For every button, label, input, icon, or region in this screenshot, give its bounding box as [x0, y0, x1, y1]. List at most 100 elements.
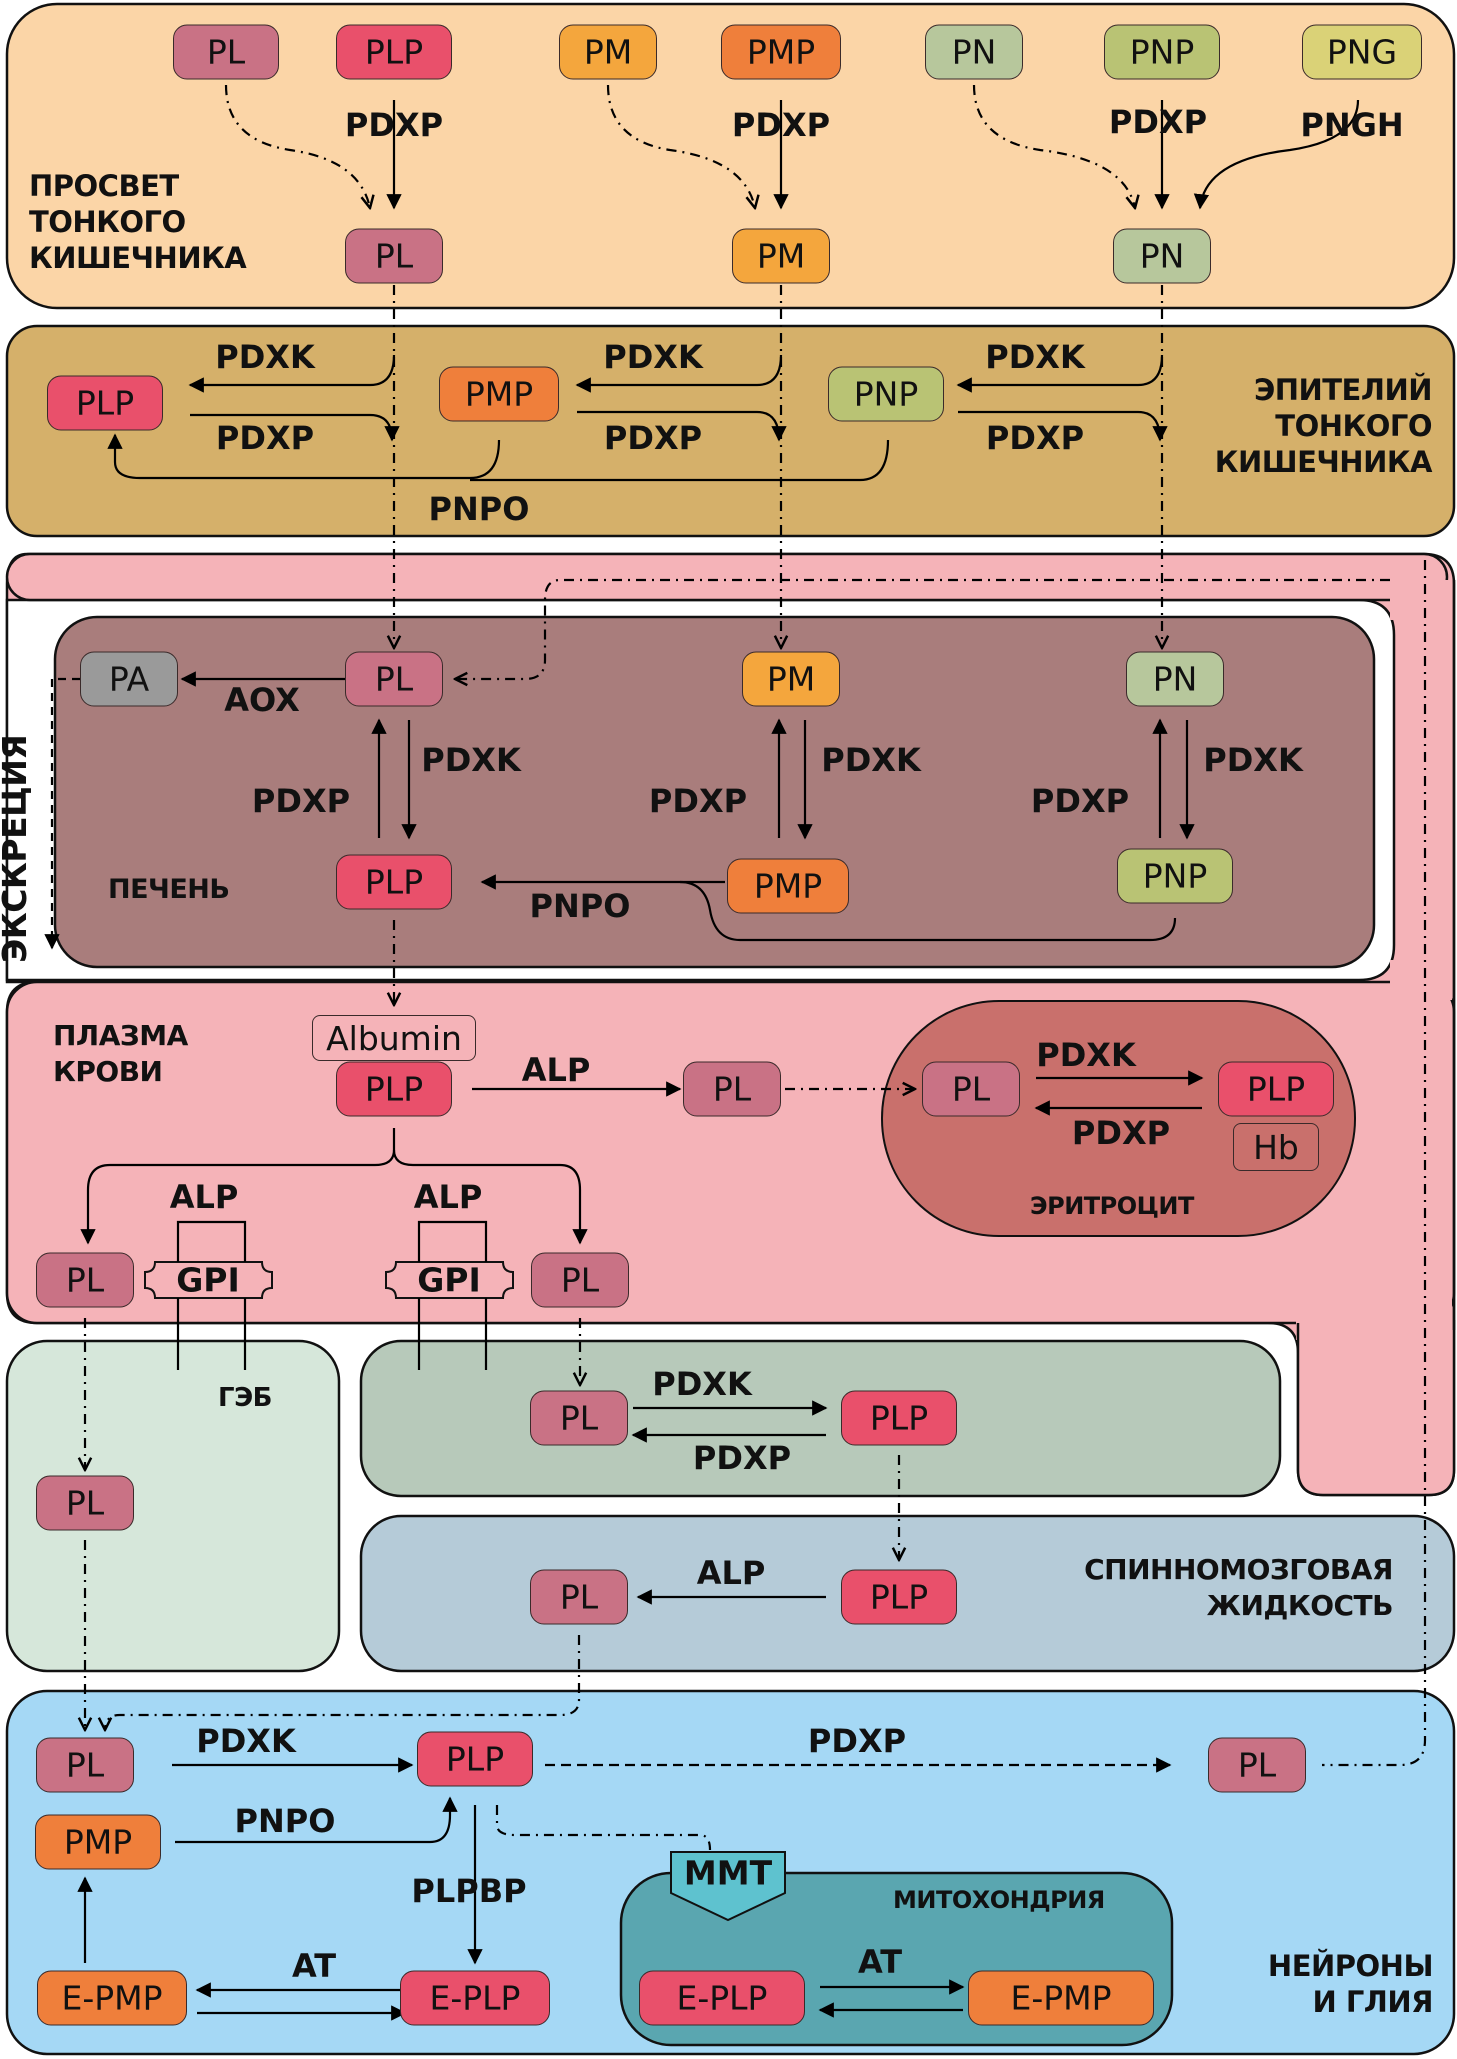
enzyme-label-epi-pnpo: PNPO	[428, 490, 530, 528]
enzyme-label-csf-alp: ALP	[696, 1554, 766, 1592]
node-neu-plp: PLP	[417, 1731, 533, 1787]
node-lumen-pn2: PN	[1113, 228, 1211, 284]
enzyme-label-epi-pdxp-3: PDXP	[985, 419, 1085, 457]
region-brain-tissue	[359, 1339, 1282, 1498]
region-label-erythrocyte: ЭРИТРОЦИТ	[1030, 1192, 1194, 1220]
region-label-plasma: ПЛАЗМА КРОВИ	[53, 1018, 188, 1090]
neurons-label-line-2: И ГЛИЯ	[1312, 1985, 1433, 2019]
node-epi-plp: PLP	[47, 375, 163, 431]
node-neu-pl-right: PL	[1208, 1737, 1306, 1793]
enzyme-label-lumen-pdxp-1: PDXP	[344, 106, 444, 144]
enzyme-label-liver-pdxp-2: PDXP	[648, 782, 748, 820]
node-lumen-pl: PL	[173, 24, 279, 80]
csf-label-line-2: ЖИДКОСТЬ	[1206, 1589, 1394, 1622]
node-plasma-plp: PLP	[336, 1061, 452, 1117]
enzyme-label-neu-pdxp: PDXP	[807, 1722, 907, 1760]
node-liver-pl: PL	[345, 651, 443, 707]
mmt-transporter-shape	[670, 1851, 786, 1922]
node-epi-pmp: PMP	[439, 366, 559, 422]
node-ery-pl: PL	[922, 1061, 1020, 1117]
node-lumen-plp: PLP	[336, 24, 452, 80]
enzyme-label-lumen-pdxp-2: PDXP	[731, 106, 831, 144]
node-lumen-pn: PN	[925, 24, 1023, 80]
gpi-anchor-left	[144, 1261, 273, 1299]
enzyme-label-epi-pdxp-2: PDXP	[603, 419, 703, 457]
enzyme-label-neu-pnpo: PNPO	[234, 1802, 336, 1840]
node-liver-pm: PM	[742, 651, 840, 707]
region-epithelium	[5, 324, 1456, 538]
node-plasma-albumin: Albumin	[312, 1015, 476, 1061]
gpi-anchor-right	[385, 1261, 514, 1299]
node-csf-pl: PL	[530, 1569, 628, 1625]
node-liver-pa: PA	[80, 651, 178, 707]
node-lumen-pmp: PMP	[721, 24, 841, 80]
neurons-label-line-1: НЕЙРОНЫ	[1267, 1949, 1434, 1983]
node-neu-eplp: E-PLP	[400, 1970, 550, 2026]
enzyme-label-neu-plpbp: PLPBP	[411, 1872, 527, 1910]
node-lumen-pm2: PM	[732, 228, 830, 284]
node-liver-pmp: PMP	[727, 858, 849, 914]
node-lumen-pl2: PL	[345, 228, 443, 284]
enzyme-label-plasma-alp: ALP	[521, 1051, 591, 1089]
region-blood-top-band	[5, 552, 1449, 602]
node-liver-pn: PN	[1126, 651, 1224, 707]
node-plasma-gpi-right: GPI	[417, 1260, 481, 1300]
region-label-lumen: ПРОСВЕТ ТОНКОГО КИШЕЧНИКА	[29, 168, 247, 276]
node-neu-epmp: E-PMP	[37, 1970, 187, 2026]
enzyme-label-epi-pdxp-1: PDXP	[215, 419, 315, 457]
node-neu-pmp: PMP	[35, 1814, 161, 1870]
region-erythrocyte	[881, 1000, 1356, 1237]
node-mito-epmp: E-PMP	[968, 1970, 1154, 2026]
node-bbb-pl: PL	[36, 1475, 134, 1531]
plasma-label-line-2: КРОВИ	[53, 1055, 163, 1088]
plasma-label-line-1: ПЛАЗМА	[53, 1019, 188, 1052]
node-plasma-pl-right: PL	[531, 1252, 629, 1308]
node-lumen-png: PNG	[1302, 24, 1422, 80]
region-bbb	[5, 1339, 341, 1673]
region-label-liver: ПЕЧЕНЬ	[108, 874, 230, 905]
enzyme-label-ery-pdxk: PDXK	[1036, 1036, 1136, 1074]
region-label-epithelium: ЭПИТЕЛИЙ ТОНКОГО КИШЕЧНИКА	[1215, 372, 1433, 480]
enzyme-label-neu-at: AT	[291, 1947, 337, 1985]
node-csf-plp: PLP	[841, 1569, 957, 1625]
enzyme-label-epi-pdxk-1: PDXK	[215, 338, 315, 376]
node-brain-pl: PL	[530, 1390, 628, 1446]
enzyme-label-mito-at: AT	[857, 1943, 903, 1981]
enzyme-label-liver-pdxk-2: PDXK	[821, 741, 921, 779]
lumen-label-line-1: ПРОСВЕТ	[29, 169, 179, 203]
region-label-neurons: НЕЙРОНЫ И ГЛИЯ	[1267, 1948, 1434, 2020]
enzyme-label-plasma-alp-left: ALP	[169, 1178, 239, 1216]
enzyme-label-epi-pdxk-3: PDXK	[985, 338, 1085, 376]
enzyme-label-liver-pdxp-1: PDXP	[251, 782, 351, 820]
enzyme-label-lumen-pngh: PNGH	[1300, 106, 1404, 144]
node-lumen-pm: PM	[559, 24, 657, 80]
enzyme-label-brain-pdxp: PDXP	[692, 1439, 792, 1477]
node-ery-plp: PLP	[1218, 1061, 1334, 1117]
region-label-excretion: ЭКСКРЕЦИЯ	[0, 734, 34, 963]
node-plasma-gpi-left: GPI	[176, 1260, 240, 1300]
enzyme-label-liver-pdxp-3: PDXP	[1030, 782, 1130, 820]
epithelium-label-line-2: ТОНКОГО	[1275, 409, 1432, 443]
enzyme-label-brain-pdxk: PDXK	[652, 1365, 752, 1403]
enzyme-label-neu-pdxk: PDXK	[196, 1722, 296, 1760]
region-label-bbb: ГЭБ	[218, 1383, 272, 1413]
region-label-csf: СПИННОМОЗГОВАЯ ЖИДКОСТЬ	[1084, 1552, 1393, 1624]
epithelium-label-line-1: ЭПИТЕЛИЙ	[1253, 373, 1433, 407]
enzyme-label-plasma-alp-right: ALP	[413, 1178, 483, 1216]
node-mito-mmt: MMT	[683, 1853, 773, 1893]
csf-label-line-1: СПИННОМОЗГОВАЯ	[1084, 1553, 1393, 1586]
enzyme-label-lumen-pdxp-3: PDXP	[1108, 103, 1208, 141]
lumen-label-line-2: ТОНКОГО	[29, 205, 186, 239]
enzyme-label-epi-pdxk-2: PDXK	[603, 338, 703, 376]
node-liver-pnp: PNP	[1117, 848, 1233, 904]
node-liver-plp: PLP	[336, 854, 452, 910]
node-lumen-pnp: PNP	[1104, 24, 1220, 80]
enzyme-label-liver-pdxk-1: PDXK	[421, 741, 521, 779]
node-neu-pl: PL	[36, 1737, 134, 1793]
enzyme-label-liver-pnpo: PNPO	[529, 887, 631, 925]
enzyme-label-liver-pdxk-3: PDXK	[1203, 741, 1303, 779]
region-label-mitochondria: МИТОХОНДРИЯ	[893, 1886, 1105, 1914]
node-plasma-pl: PL	[683, 1061, 781, 1117]
node-epi-pnp: PNP	[828, 366, 944, 422]
